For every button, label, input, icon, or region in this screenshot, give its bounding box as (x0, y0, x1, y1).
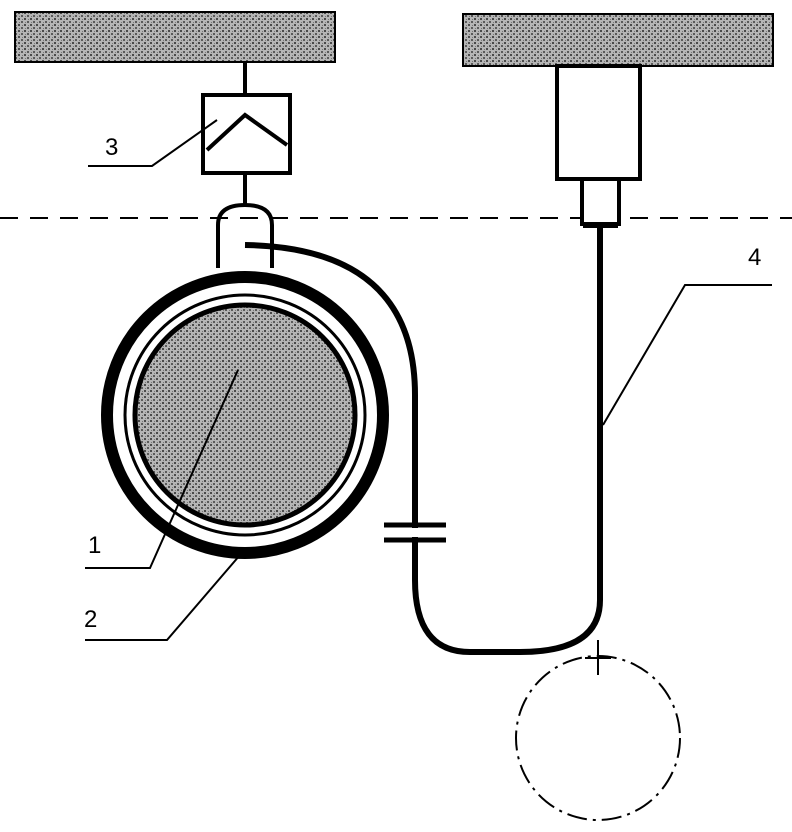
leader-line-1 (85, 369, 239, 569)
label-3: 3 (105, 134, 118, 161)
leader-line-4 (602, 284, 772, 426)
right-hanger-body (555, 64, 642, 181)
left-ceiling-beam (14, 11, 336, 63)
pipe-core (132, 302, 358, 528)
label-4: 4 (748, 244, 761, 271)
leader-line-3 (88, 119, 218, 167)
label-1: 1 (88, 532, 101, 559)
sensor-cable (244, 228, 603, 655)
label-2: 2 (84, 606, 97, 633)
leader-line-2 (85, 554, 241, 641)
pipe-clamp-lug (216, 202, 274, 268)
cable-connector-gap (410, 528, 420, 537)
right-ceiling-beam (462, 13, 774, 67)
spring-hanger-chevron (205, 112, 289, 152)
right-hanger-tip (583, 222, 618, 228)
spring-hanger-box (201, 93, 292, 175)
right-hanger-sensor (580, 177, 621, 226)
alternate-position-circle (515, 655, 681, 821)
